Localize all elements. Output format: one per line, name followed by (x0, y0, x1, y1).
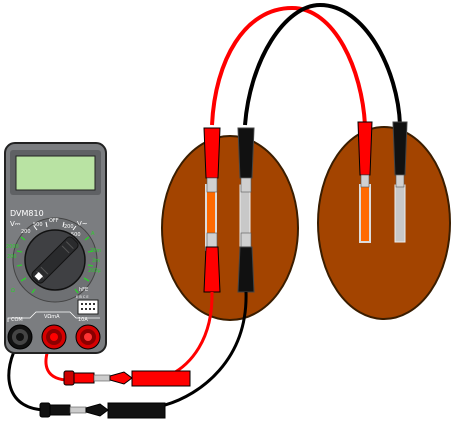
dial-mark-5: 2000 (6, 244, 19, 250)
dial-mark-2: 500 (33, 222, 43, 228)
jack-label-com: COM (11, 317, 23, 323)
dial-knob-grip (31, 236, 79, 284)
jack-com[interactable] (7, 324, 33, 350)
black-probe (39, 402, 166, 419)
red-overhead-wire (210, 5, 367, 126)
meter-model: DVM810 (10, 209, 44, 218)
left-black-clip-top (237, 127, 255, 193)
dial-mark-7: 20m (90, 248, 101, 254)
left-red-clip-bottom (203, 232, 221, 293)
right-black-clip (392, 121, 408, 188)
jack-label-10a: 10A (78, 317, 88, 323)
right-zinc-electrode (394, 184, 406, 243)
hfe-label: hFE (79, 287, 88, 293)
jack-vohm[interactable] (41, 324, 67, 350)
meter-display (15, 155, 96, 191)
dial-mark-8: 2m (92, 258, 100, 264)
jack-label-vohm: VΩmA (44, 314, 60, 320)
label-v-dc: V⎓ (10, 220, 21, 228)
jack-10a[interactable] (75, 324, 101, 350)
right-red-clip (357, 121, 373, 188)
label-v-ac: V~ (77, 220, 88, 228)
dial-mark-4: 500 (71, 232, 81, 238)
dial-tick-marks (16, 236, 94, 294)
right-fruit (317, 126, 451, 320)
left-black-clip-bottom (237, 232, 255, 293)
dial-mark-9: 200μ (88, 268, 102, 274)
left-red-clip-top (203, 127, 221, 193)
dial-ohm: Ω (11, 288, 15, 294)
dial-mark-3: 200 (64, 224, 74, 230)
dial-amp: A (91, 231, 95, 237)
dial-mark-6: 200 (7, 254, 17, 260)
left-fruit (161, 135, 299, 321)
multimeter: DVM810 V⎓ V~ 200 500 200 500 2000 (4, 142, 107, 354)
hfe-pins: E B C E (76, 295, 89, 299)
black-overhead-wire (243, 2, 402, 126)
dial-off: OFF (49, 218, 59, 224)
dial-mark-1: 200 (21, 229, 31, 235)
black-probe-wire (164, 291, 248, 407)
red-probe (63, 370, 191, 387)
hfe-socket[interactable] (77, 299, 99, 315)
right-copper-electrode (359, 184, 371, 243)
